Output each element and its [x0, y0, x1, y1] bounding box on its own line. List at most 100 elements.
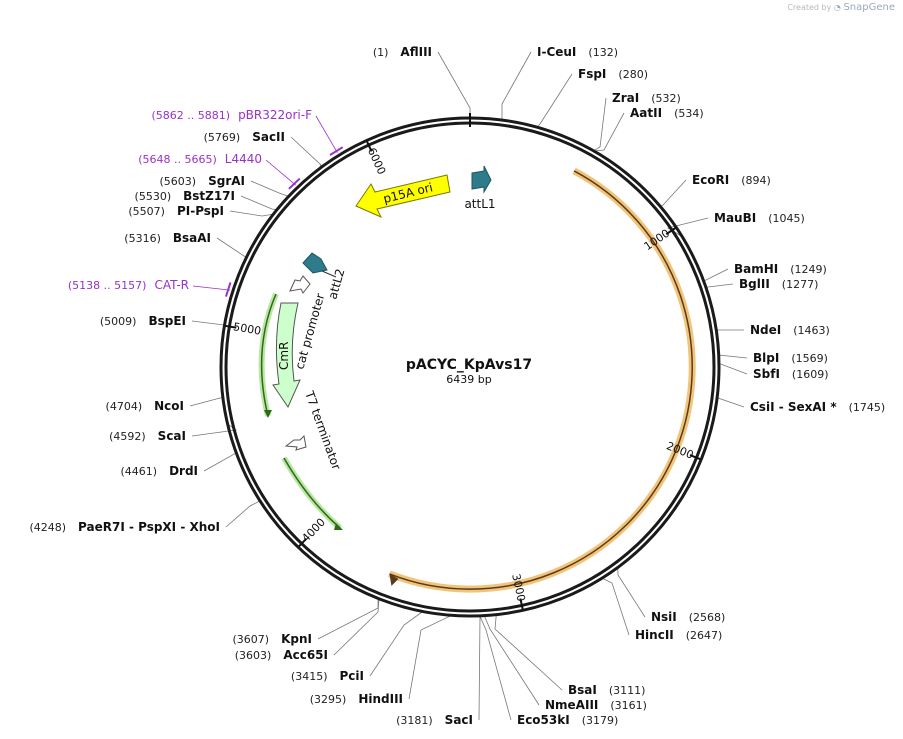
- restriction-site-label[interactable]: (5507)PI-PspI: [128, 204, 224, 218]
- site-labels: (1)AflIII I-CeuI(132) FspI(280) ZraI(532)Aa…: [29, 45, 885, 727]
- plasmid-center-title: pACYC_KpAvs17 6439 bp: [406, 357, 532, 386]
- site-leader-line: [225, 500, 261, 528]
- primer-label[interactable]: (5648 .. 5665)L4440: [138, 152, 262, 166]
- restriction-site-label[interactable]: (3181)SacI: [396, 713, 473, 727]
- site-position: (532): [651, 92, 681, 105]
- site-position: (3179): [582, 714, 619, 727]
- t7-terminator-arrow[interactable]: [284, 434, 307, 451]
- site-leader-line: [501, 51, 532, 121]
- site-leader-line: [601, 577, 630, 636]
- primer-leader-line: [192, 285, 231, 291]
- restriction-site-label[interactable]: (5530)BstZ17I: [135, 189, 235, 203]
- attl2-arrow[interactable]: [302, 252, 328, 274]
- tick-mark-5000: [225, 324, 237, 329]
- restriction-site-label[interactable]: (3607)KpnI: [233, 632, 312, 646]
- site-position: (5316): [124, 232, 161, 245]
- restriction-site-label[interactable]: (5009)BspEI: [100, 314, 186, 328]
- restriction-site-label[interactable]: SbfI(1609): [753, 367, 829, 381]
- tick-mark-6000: [366, 140, 373, 152]
- p15a-ori-arrow[interactable]: [355, 174, 451, 219]
- restriction-site-label[interactable]: HincII(2647): [635, 628, 722, 642]
- restriction-site-label[interactable]: NmeAIII(3161): [545, 698, 647, 712]
- site-leader-line: [369, 611, 424, 677]
- site-position: (4461): [120, 465, 157, 478]
- site-leader-line: [189, 397, 223, 407]
- insert-arc-line: [389, 170, 693, 590]
- site-name: HincII: [635, 628, 674, 642]
- attl1-arrow[interactable]: [471, 165, 492, 194]
- site-position: (1569): [791, 352, 828, 365]
- site-leader-line: [494, 614, 563, 691]
- site-leader-line: [703, 268, 729, 282]
- site-position: (894): [741, 174, 771, 187]
- site-position: (1): [373, 46, 389, 59]
- site-position: (4704): [106, 400, 143, 413]
- restriction-site-label[interactable]: (4592) ScaI: [109, 429, 186, 443]
- primer-label[interactable]: (5138 .. 5157)CAT-R: [68, 278, 189, 292]
- site-position: (4248): [29, 521, 66, 534]
- restriction-site-label[interactable]: MauBI(1045): [714, 211, 805, 225]
- primer-leader-line: [315, 115, 338, 153]
- restriction-site-label[interactable]: NdeI (1463): [750, 323, 830, 337]
- site-name: AatII: [630, 106, 662, 120]
- restriction-site-label[interactable]: I-CeuI(132): [537, 45, 618, 59]
- restriction-site-label[interactable]: (4461)DrdI: [120, 464, 198, 478]
- restriction-site-label[interactable]: (5316)BsaAI: [124, 231, 211, 245]
- site-position: (1249): [790, 263, 827, 276]
- site-position: (5530): [135, 190, 172, 203]
- restriction-site-label[interactable]: BsaI(3111): [568, 683, 645, 697]
- restriction-site-label[interactable]: (1)AflIII: [373, 45, 432, 59]
- restriction-site-label[interactable]: (3415)PciI: [291, 669, 364, 683]
- primer-range: (5862 .. 5881): [152, 109, 231, 122]
- primer-binding-mark: [329, 146, 344, 156]
- site-name: SacII: [252, 130, 285, 144]
- restriction-site-label[interactable]: (3295)HindIII: [310, 692, 403, 706]
- site-leader-line: [191, 423, 238, 437]
- cat-promoter-arrow[interactable]: [289, 275, 311, 294]
- primer-label[interactable]: (5862 .. 5881)pBR322ori-F: [152, 108, 313, 122]
- features: p15A ori attL1 attL2 cat promoter CmR T7…: [272, 165, 496, 472]
- cmr-green-arc: [260, 293, 277, 417]
- primer-name: L4440: [225, 152, 262, 166]
- tick-mark-1000: [665, 227, 676, 235]
- primer-name: CAT-R: [154, 278, 189, 292]
- restriction-site-label[interactable]: ZraI(532): [612, 91, 681, 105]
- site-position: (1463): [793, 324, 830, 337]
- restriction-site-label[interactable]: BglII(1277): [739, 277, 818, 291]
- tick-label-4000: 4000: [299, 516, 328, 545]
- site-name: ScaI: [158, 429, 186, 443]
- restriction-site-label[interactable]: BamHI(1249): [734, 262, 827, 276]
- site-position: (5603): [160, 175, 197, 188]
- site-leader-line: [536, 73, 573, 128]
- restriction-site-label[interactable]: (3603)Acc65I: [235, 648, 328, 662]
- restriction-site-label[interactable]: CsiI - SexAI *(1745): [750, 400, 885, 414]
- restriction-site-label[interactable]: AatII (534): [630, 106, 704, 120]
- restriction-site-label[interactable]: (4248)PaeR7I - PspXI - XhoI: [29, 520, 220, 534]
- t7-terminator-label: T7 terminator: [302, 388, 344, 471]
- restriction-site-label[interactable]: NsiI(2568): [651, 610, 725, 624]
- site-position: (4592): [109, 430, 146, 443]
- restriction-site-label[interactable]: EcoRI(894): [692, 173, 771, 187]
- site-name: SacI: [445, 713, 473, 727]
- restriction-site-label[interactable]: (4704)NcoI: [106, 399, 184, 413]
- site-leader-line: [250, 180, 289, 197]
- site-name: NmeAIII: [545, 698, 598, 712]
- restriction-site-label[interactable]: BlpI(1569): [753, 351, 828, 365]
- attl1-label: attL1: [464, 197, 495, 211]
- restriction-site-label[interactable]: (5603)SgrAI: [160, 174, 245, 188]
- site-position: (3415): [291, 670, 328, 683]
- restriction-site-label[interactable]: Eco53kI(3179): [517, 713, 618, 727]
- site-leader-line: [483, 615, 540, 706]
- site-position: (3607): [233, 633, 270, 646]
- site-position: (1609): [792, 368, 829, 381]
- site-name: I-CeuI: [537, 45, 576, 59]
- site-position: (3111): [609, 684, 646, 697]
- restriction-site-label[interactable]: FspI(280): [578, 67, 648, 81]
- restriction-site-label[interactable]: (5769)SacII: [204, 130, 285, 144]
- site-leader-line: [617, 567, 646, 618]
- site-position: (1745): [849, 401, 886, 414]
- cmr-cds-arrow[interactable]: [272, 302, 301, 409]
- site-leader-line: [717, 354, 748, 359]
- site-position: (534): [674, 107, 704, 120]
- site-name: NdeI: [750, 323, 781, 337]
